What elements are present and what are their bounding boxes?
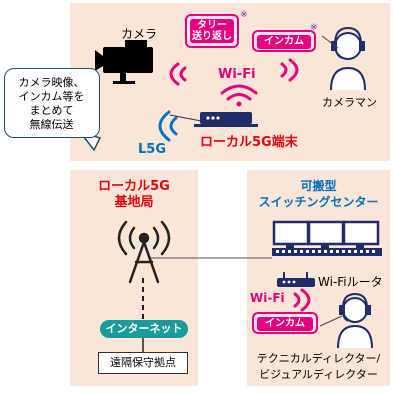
base-station-title-2: 基地局 (114, 195, 154, 210)
switching-center-panel (247, 170, 390, 386)
cameraman-label: カメラマン (322, 96, 377, 109)
wifi-router-device-icon (277, 272, 315, 287)
wifi-router-label: Wi-Fiルータ (318, 275, 383, 289)
cameraman-icon (330, 26, 366, 91)
intercom-to-director-line (319, 315, 343, 327)
local5g-terminal-label: ローカル5G端末 (200, 135, 298, 150)
wifi-label-top: Wi-Fi (218, 67, 256, 82)
wifi-waves-director-icon (293, 288, 311, 312)
camera-label: カメラ (121, 27, 158, 41)
wifi-waves-camera-icon (169, 58, 299, 86)
base-station-panel (70, 170, 198, 386)
portable-title-2: スイッチングセンター (258, 195, 379, 209)
callout-box: カメラ映像、 インカム等を まとめて 無線伝送 (4, 68, 100, 138)
intercom-label-top: インカム (257, 35, 311, 49)
l5g-radio-waves-icon (158, 110, 178, 142)
asterisk-tally: ※ (240, 10, 248, 20)
portable-title-1: 可搬型 (300, 179, 337, 193)
l5g-label: L5G (138, 142, 166, 157)
base-station-tower-icon (117, 220, 171, 284)
tally-return-badge: タリー 送り返し (185, 14, 239, 48)
callout-line-3: まとめて (29, 104, 74, 117)
callout-line-4: 無線伝送 (29, 118, 74, 131)
switching-monitors-icon (272, 220, 382, 256)
remote-maintenance-box: 遠隔保守拠点 (98, 352, 188, 374)
intercom-badge-bottom: インカム (252, 312, 318, 334)
intercom-badge-top: インカム (252, 30, 316, 52)
director-label-2: ビジュアルディレクター (259, 368, 378, 381)
internet-pill: インターネット (100, 320, 188, 338)
intercom-label-bottom: インカム (257, 317, 313, 331)
intercom-to-cameraman-line (321, 35, 339, 49)
director-label-1: テクニカルディレクター/ (256, 352, 381, 365)
base-station-title-1: ローカル5G (98, 179, 170, 194)
callout-line-2: インカム等を (18, 90, 85, 103)
wifi-label-bottom: Wi-Fi (250, 291, 285, 305)
tally-line2: 送り返し (192, 31, 232, 42)
asterisk-intercom: ※ (310, 23, 318, 33)
director-icon (337, 292, 373, 349)
video-camera-icon (95, 40, 153, 84)
local5g-terminal-device (194, 112, 258, 127)
tally-line1: タリー (197, 20, 227, 31)
wifi-symbol-terminal-icon (220, 84, 258, 107)
callout-line-1: カメラ映像、 (18, 76, 85, 89)
